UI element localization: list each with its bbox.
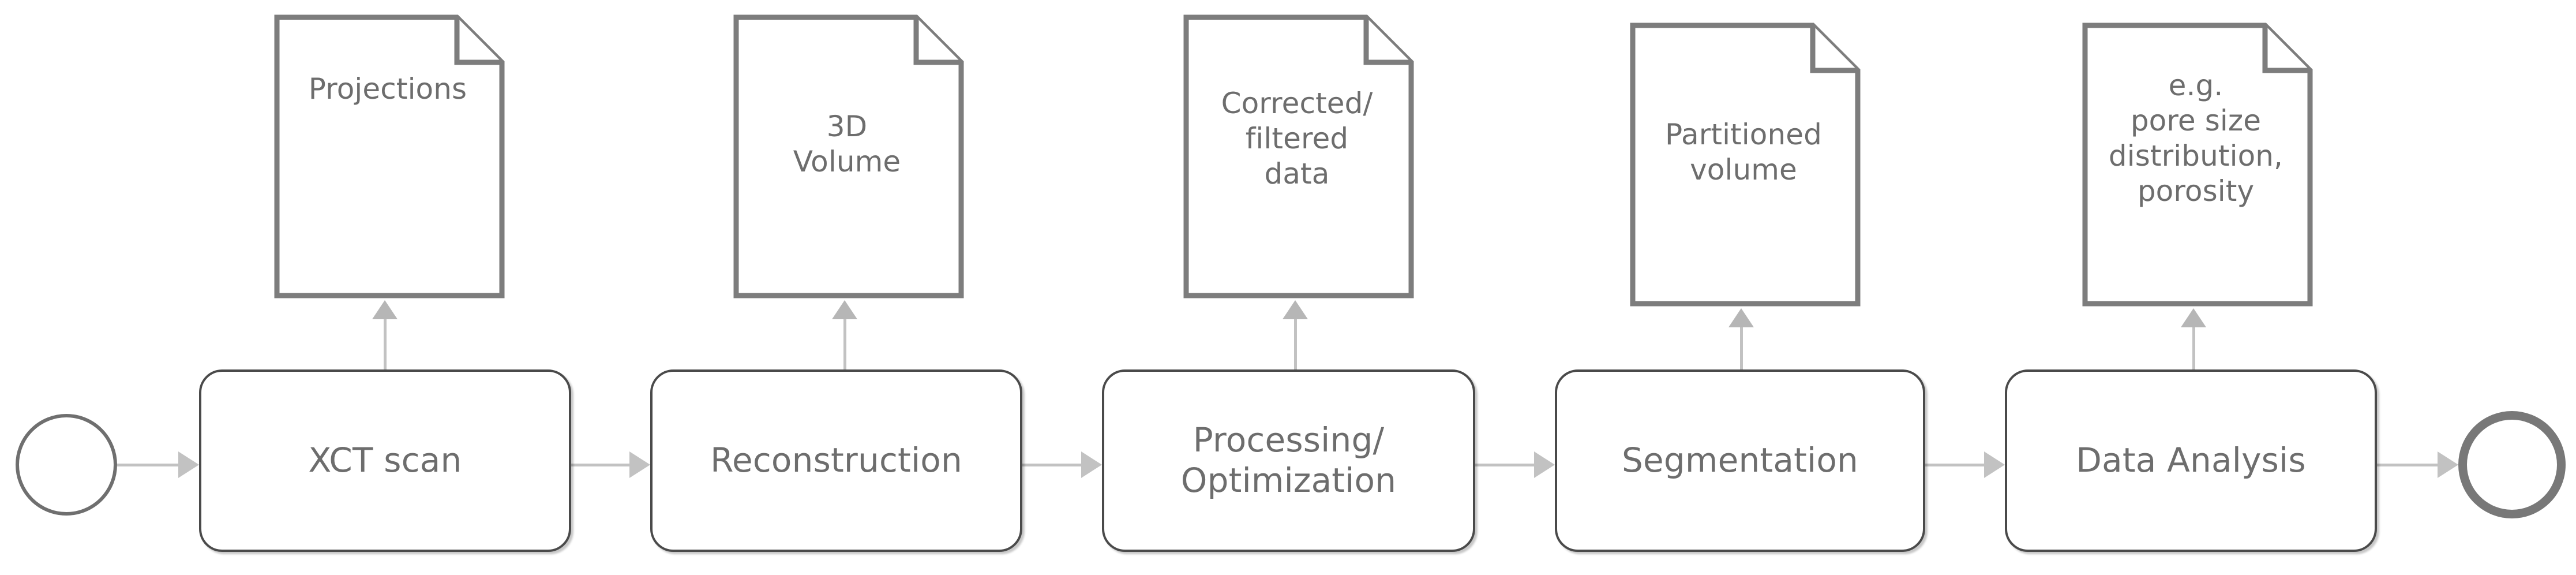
document-label: e.g. pore size distribution, porosity — [2108, 69, 2283, 208]
process-label: Segmentation — [1621, 440, 1859, 480]
process-label: XCT scan — [308, 440, 462, 480]
document-3d-volume[interactable]: 3D Volume — [733, 14, 969, 299]
connector-data-analysis-to-end — [2377, 464, 2438, 466]
process-label: Reconstruction — [710, 440, 962, 480]
connector-processing-to-segmentation — [1475, 464, 1534, 466]
document-shape-icon — [1630, 23, 1861, 307]
process-label: Data Analysis — [2076, 440, 2306, 480]
arrowhead-processing-to-segmentation — [1534, 451, 1555, 478]
arrowhead-reconstruction-to-processing — [1081, 451, 1102, 478]
process-data-analysis[interactable]: Data Analysis — [2005, 369, 2377, 552]
connector-segmentation-to-partitioned-volume — [1740, 326, 1743, 371]
arrowhead-data-analysis-to-end — [2438, 451, 2458, 478]
connector-reconstruction-to-3d-volume — [843, 318, 846, 371]
connector-segmentation-to-data-analysis — [1925, 464, 1984, 466]
arrowhead-xct-scan-to-projections — [372, 300, 398, 319]
start-node[interactable] — [16, 414, 117, 516]
arrowhead-data-analysis-to-pore-metrics — [2181, 308, 2206, 327]
document-label: Projections — [308, 72, 467, 106]
connector-xct-scan-to-projections — [384, 318, 387, 371]
document-corrected-filtered-data[interactable]: Corrected/ filtered data — [1183, 14, 1419, 299]
document-label: Partitioned volume — [1665, 118, 1822, 186]
arrowhead-segmentation-to-data-analysis — [1984, 451, 2005, 478]
process-processing-optimization[interactable]: Processing/ Optimization — [1102, 369, 1475, 552]
document-label: 3D Volume — [793, 110, 901, 178]
connector-xct-scan-to-reconstruction — [571, 464, 629, 466]
connector-start-to-xct-scan — [117, 464, 178, 466]
document-label: Corrected/ filtered data — [1221, 87, 1373, 191]
document-shape-icon — [274, 14, 505, 298]
connector-reconstruction-to-processing — [1022, 464, 1081, 466]
arrowhead-xct-scan-to-reconstruction — [629, 451, 650, 478]
connector-data-analysis-to-pore-metrics — [2192, 326, 2195, 371]
document-shape-icon — [1183, 14, 1414, 298]
process-xct-scan[interactable]: XCT scan — [199, 369, 571, 552]
arrowhead-segmentation-to-partitioned-volume — [1728, 308, 1754, 327]
end-node[interactable] — [2458, 411, 2566, 518]
document-pore-metrics[interactable]: e.g. pore size distribution, porosity — [2082, 22, 2318, 307]
document-partitioned-volume[interactable]: Partitioned volume — [1629, 22, 1866, 307]
process-reconstruction[interactable]: Reconstruction — [650, 369, 1022, 552]
connector-processing-to-corrected-data — [1294, 318, 1297, 371]
document-projections[interactable]: Projections — [273, 14, 510, 299]
arrowhead-reconstruction-to-3d-volume — [832, 300, 857, 319]
process-segmentation[interactable]: Segmentation — [1555, 369, 1925, 552]
process-label: Processing/ Optimization — [1180, 420, 1397, 500]
document-shape-icon — [733, 14, 964, 298]
arrowhead-start-to-xct-scan — [178, 451, 199, 478]
arrowhead-processing-to-corrected-data — [1283, 300, 1308, 319]
document-shape-icon — [2082, 23, 2313, 307]
